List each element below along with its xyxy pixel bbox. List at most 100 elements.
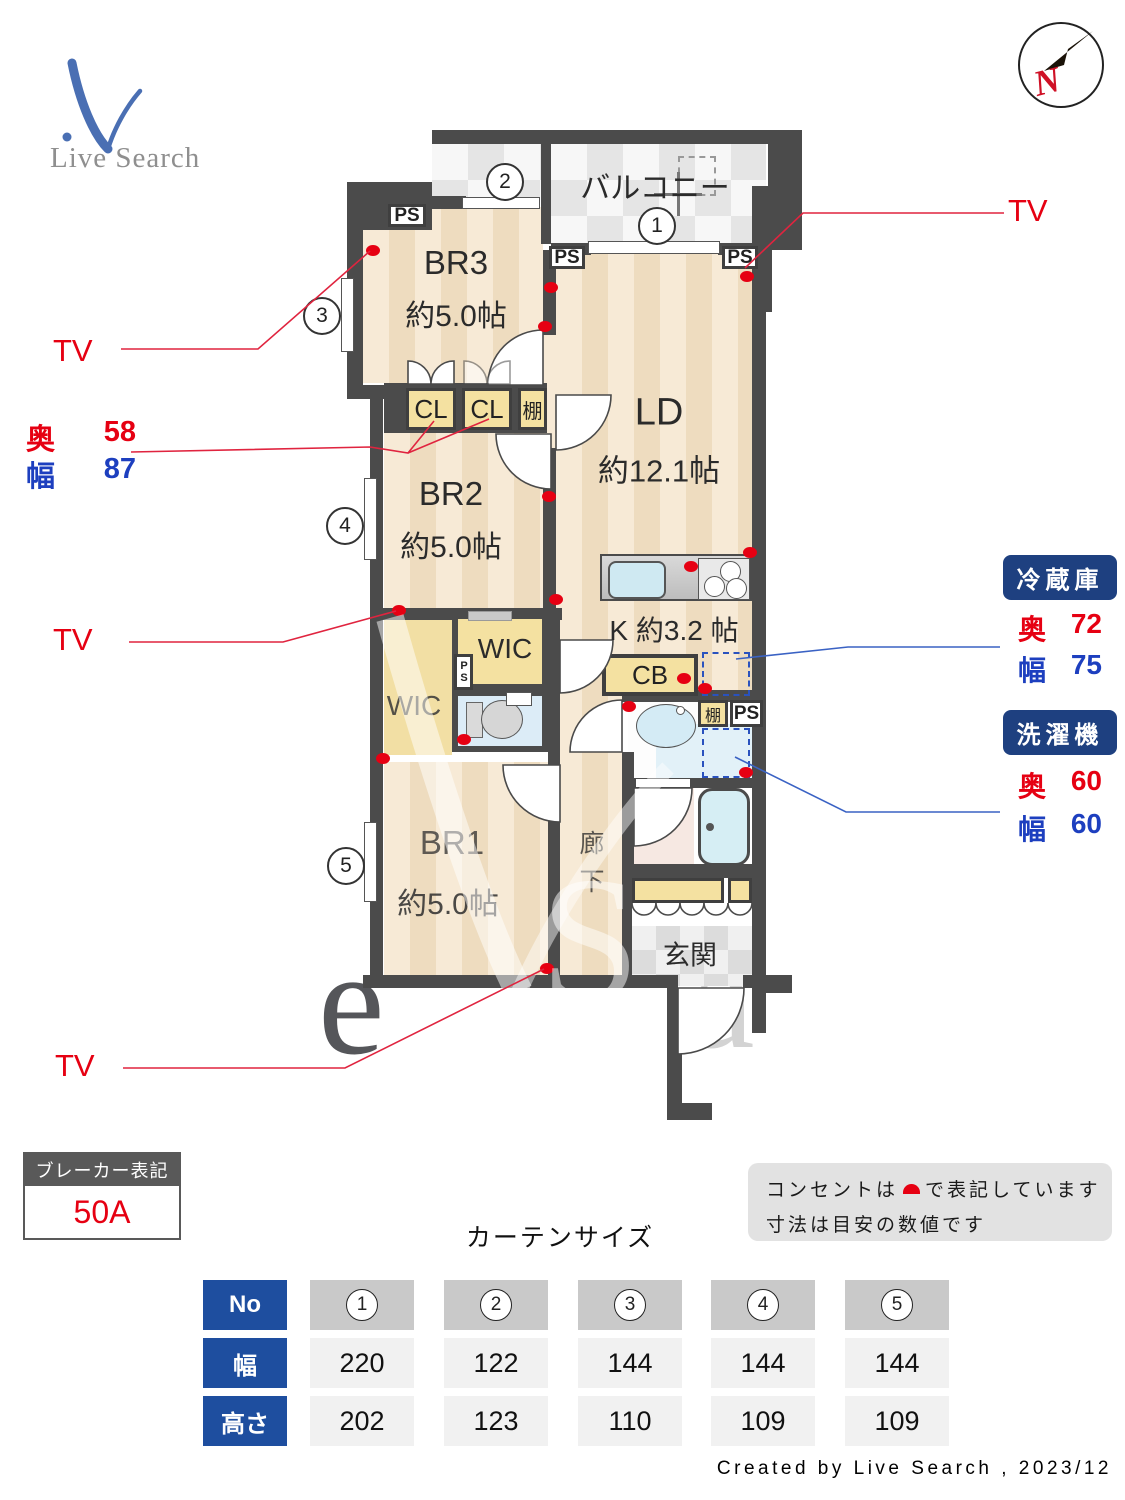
cell-value: 110	[608, 1405, 652, 1436]
wall	[752, 988, 766, 1033]
br3-size: 約5.0帖	[405, 300, 507, 333]
curtain-col-header-1: 1	[310, 1280, 414, 1330]
cell-value: 144	[607, 1347, 653, 1378]
live-search-logo: Live Search	[50, 58, 200, 174]
balcony-label: バルコニー	[580, 172, 730, 205]
washer-title: 洗濯機	[1016, 722, 1104, 749]
curtain-col-header-5: 5	[845, 1280, 949, 1330]
outlet-symbol-icon	[903, 1183, 921, 1194]
outlet-dot	[392, 605, 406, 616]
curtain-title: カーテンサイズ	[465, 1224, 655, 1252]
curtain-col-header-3: 3	[578, 1280, 682, 1330]
wall	[766, 975, 792, 993]
fridge-title: 冷蔵庫	[1016, 567, 1104, 594]
compass-needle-icon	[1044, 31, 1093, 71]
ld-name: LD	[634, 391, 684, 434]
hanger-bar	[468, 611, 512, 621]
stove-burner	[726, 578, 747, 599]
curtain-col-header-2: 2	[444, 1280, 548, 1330]
shoe-door-scallop	[655, 902, 681, 916]
tv-annotation-top-right: TV	[1008, 193, 1048, 228]
br3-name: BR3	[423, 244, 489, 281]
col-number: 4	[757, 1294, 769, 1315]
shoe-cabinet	[632, 878, 724, 903]
wall	[622, 880, 632, 986]
curtain-width-cell-2: 122	[444, 1338, 548, 1388]
ps-label: PS	[727, 246, 753, 268]
wall	[370, 618, 383, 755]
br1-size: 約5.0帖	[397, 888, 499, 921]
outlet-dot	[622, 701, 636, 712]
logo-text: Live Search	[50, 142, 200, 174]
ps-box: PS	[722, 246, 758, 269]
closet-depth-label: 奥	[26, 424, 56, 456]
circle-number: 4	[747, 1289, 779, 1321]
wall	[743, 975, 767, 988]
marker-number: 1	[651, 214, 663, 237]
exterior-wall-leg	[667, 988, 682, 1120]
breaker-value-area: 50A	[25, 1186, 179, 1238]
kitchen-label: K 約3.2 帖	[609, 615, 739, 646]
tv-annotation-bottom: TV	[55, 1048, 95, 1083]
wall	[622, 692, 634, 702]
bathtub-drain	[706, 823, 714, 831]
footer-credit: Created by Live Search , 2023/12	[716, 1458, 1112, 1479]
toilet-shelf	[506, 692, 532, 706]
washer-depth-label: 奥	[1018, 771, 1047, 802]
ps-label: PS	[458, 660, 470, 684]
col-number: 2	[490, 1294, 502, 1315]
ps-box: PS	[730, 700, 763, 727]
outlet-dot	[698, 683, 712, 694]
ps-box-vertical: PS	[454, 654, 473, 690]
wall	[628, 778, 758, 788]
breaker-title: ブレーカー表記	[35, 1161, 169, 1181]
curtain-col-header-4: 4	[711, 1280, 815, 1330]
curtain-height-cell-1: 202	[310, 1396, 414, 1446]
logo-v-stroke-left	[67, 58, 113, 154]
cell-value: 109	[874, 1405, 920, 1436]
wall	[752, 186, 768, 250]
curtain-width-cell-3: 144	[578, 1338, 682, 1388]
wall	[424, 196, 466, 209]
ld-size: 約12.1帖	[597, 453, 721, 489]
curtain-row-header-width: 幅	[203, 1338, 287, 1388]
br1-floor	[384, 762, 548, 976]
notes-line-1: コンセントは で表記しています	[766, 1175, 1112, 1202]
curtain-row-header-height: 高さ	[203, 1396, 287, 1446]
closet-width-value: 87	[103, 453, 136, 485]
fridge-depth-label: 奥	[1018, 614, 1047, 645]
curtain-row-header-no: No	[203, 1280, 287, 1330]
balcony-marker-cross-v	[677, 172, 680, 216]
br2-size: 約5.0帖	[400, 531, 502, 564]
outlet-dot	[538, 321, 552, 332]
wall	[768, 130, 802, 250]
logo-dot	[62, 132, 72, 142]
outlet-dot	[376, 753, 390, 764]
cl-label: CL	[470, 393, 504, 424]
washer-depth-value: 60	[1070, 765, 1102, 796]
wic-left-label: WIC	[386, 690, 442, 721]
shelf-box: 棚	[518, 388, 547, 430]
notes-box: コンセントは で表記しています 寸法は目安の数値です	[748, 1163, 1112, 1241]
br1-name: BR1	[419, 824, 485, 861]
wall	[541, 137, 551, 244]
shelf-box: 棚	[698, 700, 728, 727]
washer-width-label: 幅	[1018, 814, 1047, 845]
marker-number: 3	[316, 304, 328, 327]
marker-number: 5	[340, 854, 352, 877]
fridge-title-badge: 冷蔵庫	[1003, 555, 1117, 600]
br2-name: BR2	[418, 475, 484, 512]
tv-annotation-left-2: TV	[53, 622, 93, 657]
col-number: 5	[891, 1294, 903, 1315]
washer-width-row: 幅 60	[1018, 808, 1102, 848]
shoe-door-scallop	[631, 902, 657, 916]
stove-burner	[704, 576, 725, 597]
marker-number: 2	[499, 170, 511, 193]
wall	[548, 615, 560, 758]
circle-number: 2	[480, 1289, 512, 1321]
entrance-label: 玄関	[663, 940, 717, 971]
curtain-marker-1: 1	[638, 207, 676, 245]
washer-depth-row: 奥 60	[1018, 765, 1102, 805]
breaker-title-bar: ブレーカー表記	[25, 1154, 179, 1186]
curtain-width-cell-4: 144	[711, 1338, 815, 1388]
